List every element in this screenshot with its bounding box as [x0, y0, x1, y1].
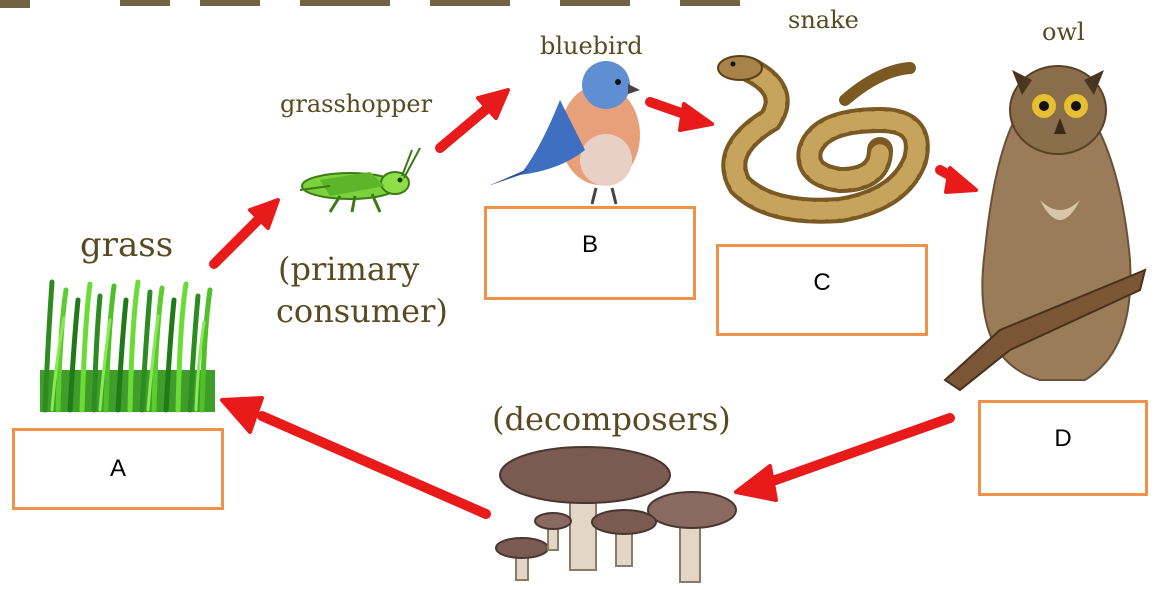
answer-box-c-label: C [813, 269, 830, 296]
owl-illustration [945, 66, 1145, 390]
primary-consumer-label-line1: (primary [278, 248, 419, 290]
answer-box-d[interactable]: D [978, 400, 1148, 496]
snake-label: snake [788, 8, 859, 32]
decomposers-label: (decomposers) [492, 398, 731, 440]
answer-box-b-label: B [582, 231, 598, 258]
answer-box-b[interactable]: B [484, 206, 696, 300]
grasshopper-illustration [300, 148, 420, 212]
answer-box-c[interactable]: C [716, 244, 928, 336]
answer-box-a[interactable]: A [12, 428, 224, 510]
owl-label: owl [1042, 20, 1085, 44]
arrow-decomposers-to-grass [222, 398, 486, 514]
arrow-owl-to-decomposers [736, 418, 950, 500]
arrow-grasshopper-to-bluebird [440, 90, 508, 148]
grass-label: grass [80, 228, 173, 262]
answer-box-a-label: A [110, 455, 126, 482]
grass-illustration [40, 282, 215, 412]
arrow-snake-to-owl [940, 168, 976, 192]
bluebird-label: bluebird [540, 34, 643, 58]
grasshopper-label: grasshopper [280, 92, 432, 116]
snake-illustration [718, 56, 917, 211]
mushrooms-illustration [496, 447, 736, 582]
bluebird-illustration [488, 61, 640, 204]
arrow-bluebird-to-snake [650, 102, 712, 130]
arrow-grass-to-grasshopper [214, 200, 278, 264]
primary-consumer-label-line2: consumer) [276, 290, 448, 332]
cropped-header-fragment [0, 0, 740, 8]
answer-box-d-label: D [1054, 425, 1071, 452]
